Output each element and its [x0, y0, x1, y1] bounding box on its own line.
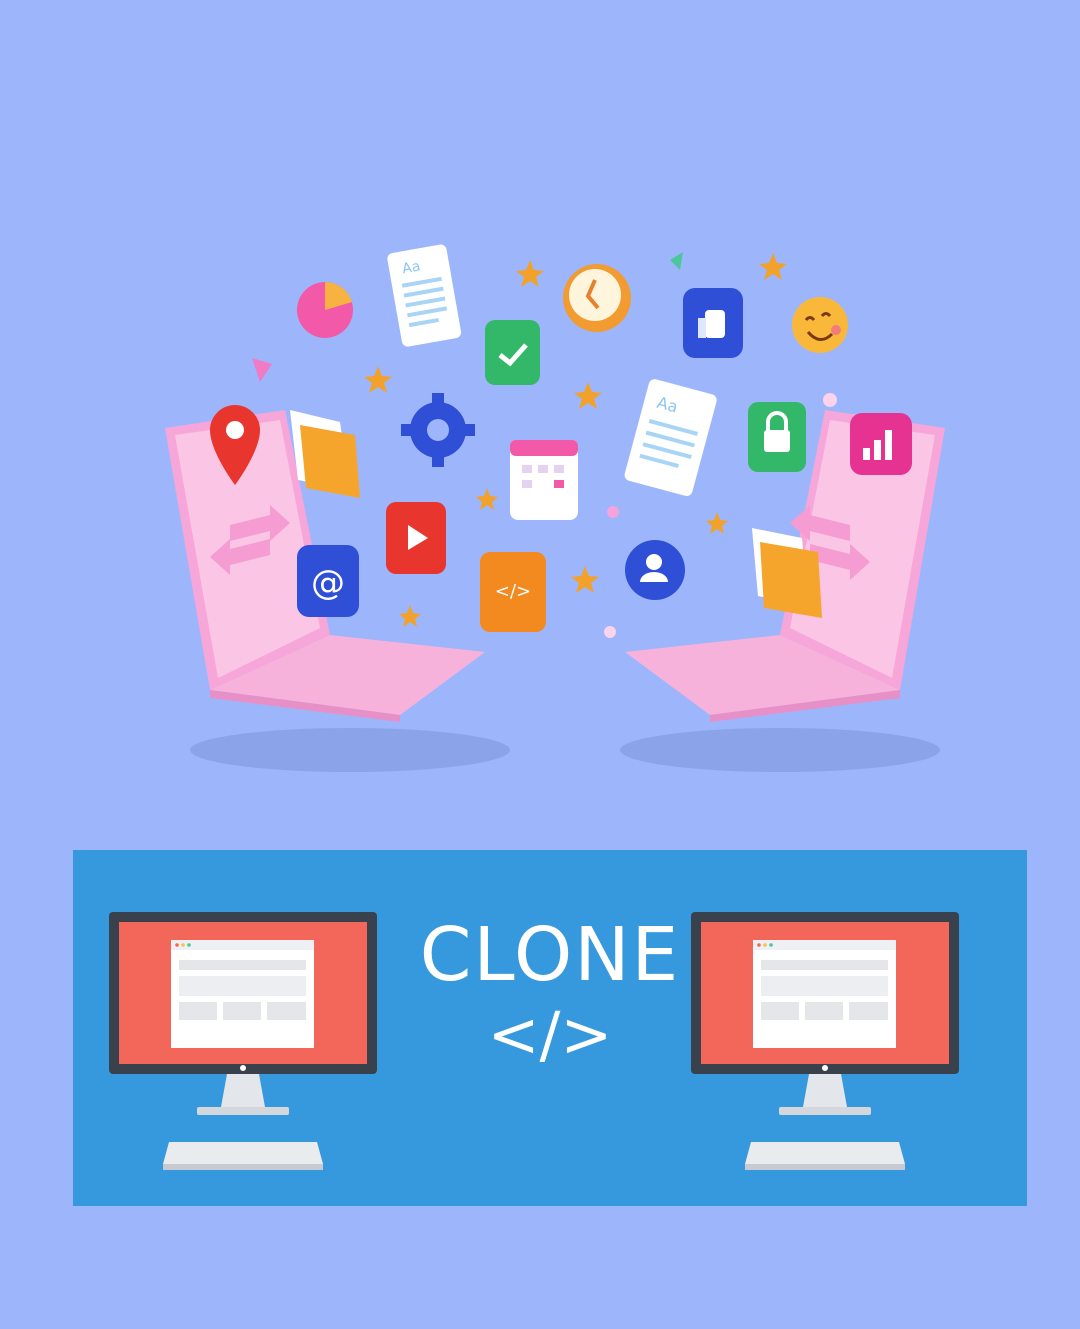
clock-icon [563, 264, 631, 332]
svg-text:Aa: Aa [655, 393, 680, 417]
confetti-shape [607, 506, 619, 518]
right-monitor [691, 912, 959, 1170]
gear-icon [401, 393, 475, 467]
calendar-icon [510, 440, 578, 520]
folder-icon [752, 528, 822, 618]
bar-chart-icon [850, 413, 912, 475]
pie-chart-icon [297, 281, 353, 338]
confetti-shape [252, 358, 272, 382]
clone-banner: CLONE </> [73, 850, 1027, 1206]
lock-icon [748, 402, 806, 472]
code-icon: </> [480, 552, 546, 632]
left-laptop [165, 410, 485, 722]
confetti-shape [670, 252, 683, 270]
document-icon: Aa [387, 244, 462, 347]
left-monitor [109, 912, 377, 1170]
svg-text:Aa: Aa [401, 258, 422, 277]
confetti-shape [823, 393, 837, 407]
folder-icon [290, 410, 360, 498]
map-pin-icon [210, 405, 260, 485]
checkmark-chat-icon [485, 320, 540, 385]
svg-text:</>: </> [495, 581, 531, 602]
confetti-shape [604, 626, 616, 638]
star-icon [364, 253, 787, 627]
smiley-icon [792, 297, 848, 353]
left-laptop-shadow [190, 728, 510, 772]
clone-title: CLONE [419, 912, 681, 998]
play-icon [386, 502, 446, 574]
svg-text:@: @ [311, 563, 345, 603]
document-icon: Aa [624, 379, 717, 497]
right-laptop [625, 410, 945, 722]
at-sign-icon: @ [297, 545, 359, 617]
thumbs-up-icon [683, 288, 743, 358]
data-transfer-illustration: Aa [165, 244, 945, 772]
code-symbol: </> [487, 998, 613, 1071]
user-icon [625, 540, 685, 600]
right-laptop-shadow [620, 728, 940, 772]
